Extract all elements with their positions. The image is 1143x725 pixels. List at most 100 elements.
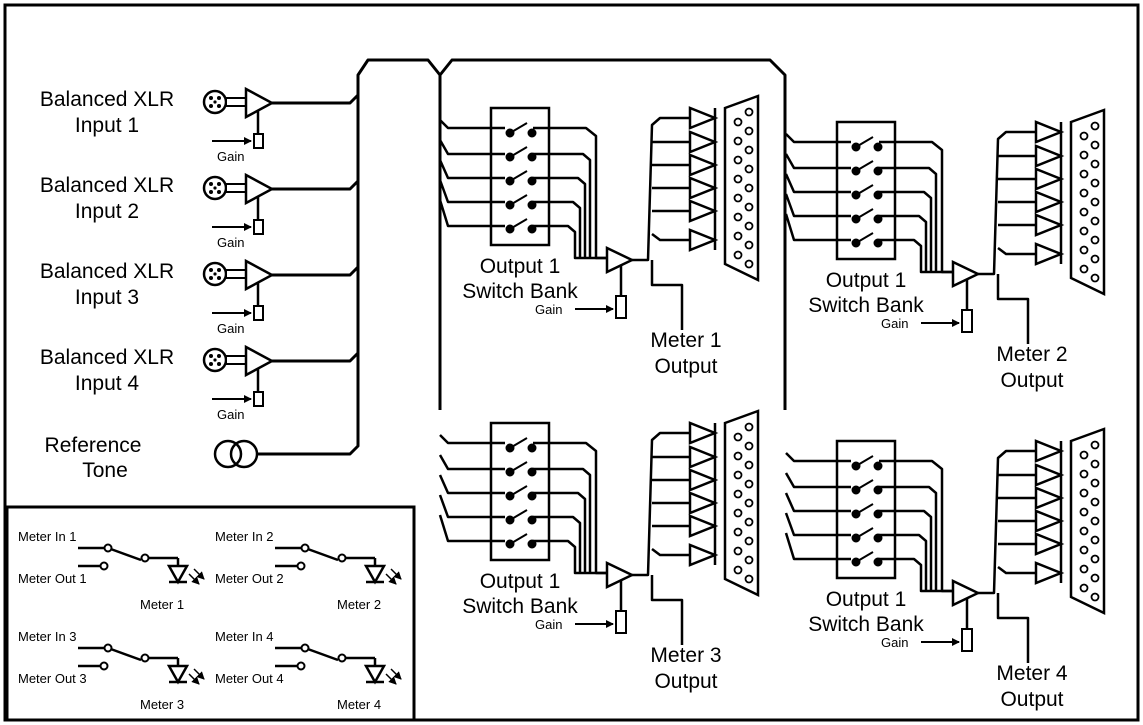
input-stage-4: Balanced XLR Input 4 Gain [40, 344, 275, 422]
output-driver-amps [688, 421, 719, 567]
meter-label-line1: Meter 1 [650, 329, 721, 352]
meter-label-line1: Meter 3 [650, 644, 721, 667]
meter-label: Meter 4 [337, 697, 381, 712]
switch-bank-label-line1: Output 1 [480, 570, 561, 593]
input-stage-3: Balanced XLR Input 3 Gain [40, 258, 275, 336]
switch-bank-label-line1: Output 1 [826, 588, 907, 611]
input-label-line2: Input 4 [75, 372, 140, 395]
input-label-line2: Input 1 [75, 114, 139, 137]
xlr-connector-icon [202, 89, 247, 115]
meter-out-label: Meter Out 1 [18, 571, 87, 586]
meter-label-line1: Meter 4 [996, 662, 1068, 685]
meter-label-line1: Meter 2 [996, 343, 1067, 366]
input-stage-1: Balanced XLR Input 1 Gain [40, 86, 275, 164]
amplifier-icon [605, 246, 635, 274]
meter-in-label: Meter In 3 [18, 629, 77, 644]
gain-trim-icon [253, 133, 264, 149]
gain-label: Gain [217, 407, 244, 422]
input-label-line2: Input 3 [75, 286, 139, 309]
meter-in-label: Meter In 2 [215, 529, 274, 544]
meter-legend-item-4: Meter In 4 Meter Out 4 Meter 4 [215, 629, 402, 712]
xlr-connector-icon [202, 261, 247, 287]
amplifier-icon [951, 260, 981, 288]
switch-bank-wires [784, 133, 953, 274]
gain-trim-icon [615, 610, 627, 634]
meter-out-label: Meter Out 2 [215, 571, 284, 586]
xlr-connector-icon [202, 347, 247, 373]
gain-trim-icon [253, 391, 264, 407]
meter-label-line2: Output [654, 670, 717, 693]
led-icon [166, 564, 205, 585]
db25-connector-icon [1069, 427, 1106, 615]
output-bank-1: Gain Output 1 S [438, 94, 760, 378]
gain-trim-icon [615, 295, 627, 319]
switch-bank-box [489, 106, 551, 247]
reference-label-line2: Tone [82, 459, 128, 482]
switch-bank-wires [784, 452, 953, 593]
gain-trim-icon [961, 628, 973, 652]
switch-bank-label-line2: Switch Bank [808, 613, 924, 636]
switch-bank-wires [438, 434, 607, 575]
gain-trim-icon [961, 309, 973, 333]
output-bank-3: Gain Output 1 S [438, 409, 760, 693]
meter-legend-item-3: Meter In 3 Meter Out 3 Meter 3 [18, 629, 205, 712]
input-label-line1: Balanced XLR [40, 260, 174, 283]
input-bus-wires [257, 58, 787, 456]
meter-in-label: Meter In 4 [215, 629, 274, 644]
switch-bank-label-line2: Switch Bank [462, 280, 578, 303]
output-driver-amps [1034, 120, 1065, 266]
switch-bank-box [835, 439, 897, 580]
output-bank-4: Gain Output 1 S [784, 427, 1106, 711]
db25-connector-icon [723, 94, 760, 282]
meter-legend-box [5, 505, 416, 722]
output-driver-wires [978, 449, 1036, 663]
tone-generator-icon [213, 439, 259, 469]
gain-label: Gain [217, 235, 244, 250]
gain-label: Gain [217, 149, 244, 164]
meter-in-label: Meter In 1 [18, 529, 77, 544]
output-driver-amps [1034, 439, 1065, 585]
meter-legend-item-2: Meter In 2 Meter Out 2 Meter 2 [215, 529, 402, 612]
gain-label: Gain [535, 302, 562, 317]
gain-label: Gain [881, 316, 908, 331]
meter-legend-item-1: Meter In 1 Meter Out 1 Meter 1 [18, 529, 205, 612]
meter-label: Meter 1 [140, 597, 184, 612]
input-label-line1: Balanced XLR [40, 88, 174, 111]
meter-label-line2: Output [1000, 369, 1063, 392]
outer-frame [3, 3, 1140, 722]
switch-bank-box [835, 120, 897, 261]
db25-connector-icon [1069, 108, 1106, 296]
switch-bank-label-line1: Output 1 [826, 269, 907, 292]
db25-connector-icon [723, 409, 760, 597]
switch-bank-wires [438, 119, 607, 260]
led-icon [166, 664, 205, 685]
meter-label-line2: Output [654, 355, 717, 378]
output-driver-amps [688, 106, 719, 252]
switch-icon [851, 136, 883, 248]
switch-icon [505, 122, 537, 234]
switch-bank-label-line1: Output 1 [480, 255, 561, 278]
amplifier-icon [605, 561, 635, 589]
switch-bank-label-line2: Switch Bank [808, 294, 924, 317]
amplifier-icon [951, 579, 981, 607]
xlr-connector-icon [202, 175, 247, 201]
output-driver-wires [978, 130, 1036, 344]
switch-icon [851, 455, 883, 567]
meter-label: Meter 3 [140, 697, 184, 712]
input-label-line2: Input 2 [75, 200, 139, 223]
gain-label: Gain [881, 635, 908, 650]
output-driver-wires [632, 431, 690, 645]
reference-label-line1: Reference [45, 434, 142, 457]
reference-tone: Reference Tone [45, 434, 259, 482]
switch-bank-box [489, 421, 551, 562]
gain-label: Gain [535, 617, 562, 632]
meter-out-label: Meter Out 4 [215, 671, 284, 686]
switch-icon [505, 437, 537, 549]
input-label-line1: Balanced XLR [40, 174, 174, 197]
led-icon [363, 664, 402, 685]
gain-trim-icon [253, 219, 264, 235]
meter-label: Meter 2 [337, 597, 381, 612]
input-stage-2: Balanced XLR Input 2 Gain [40, 172, 275, 250]
output-driver-wires [632, 116, 690, 330]
